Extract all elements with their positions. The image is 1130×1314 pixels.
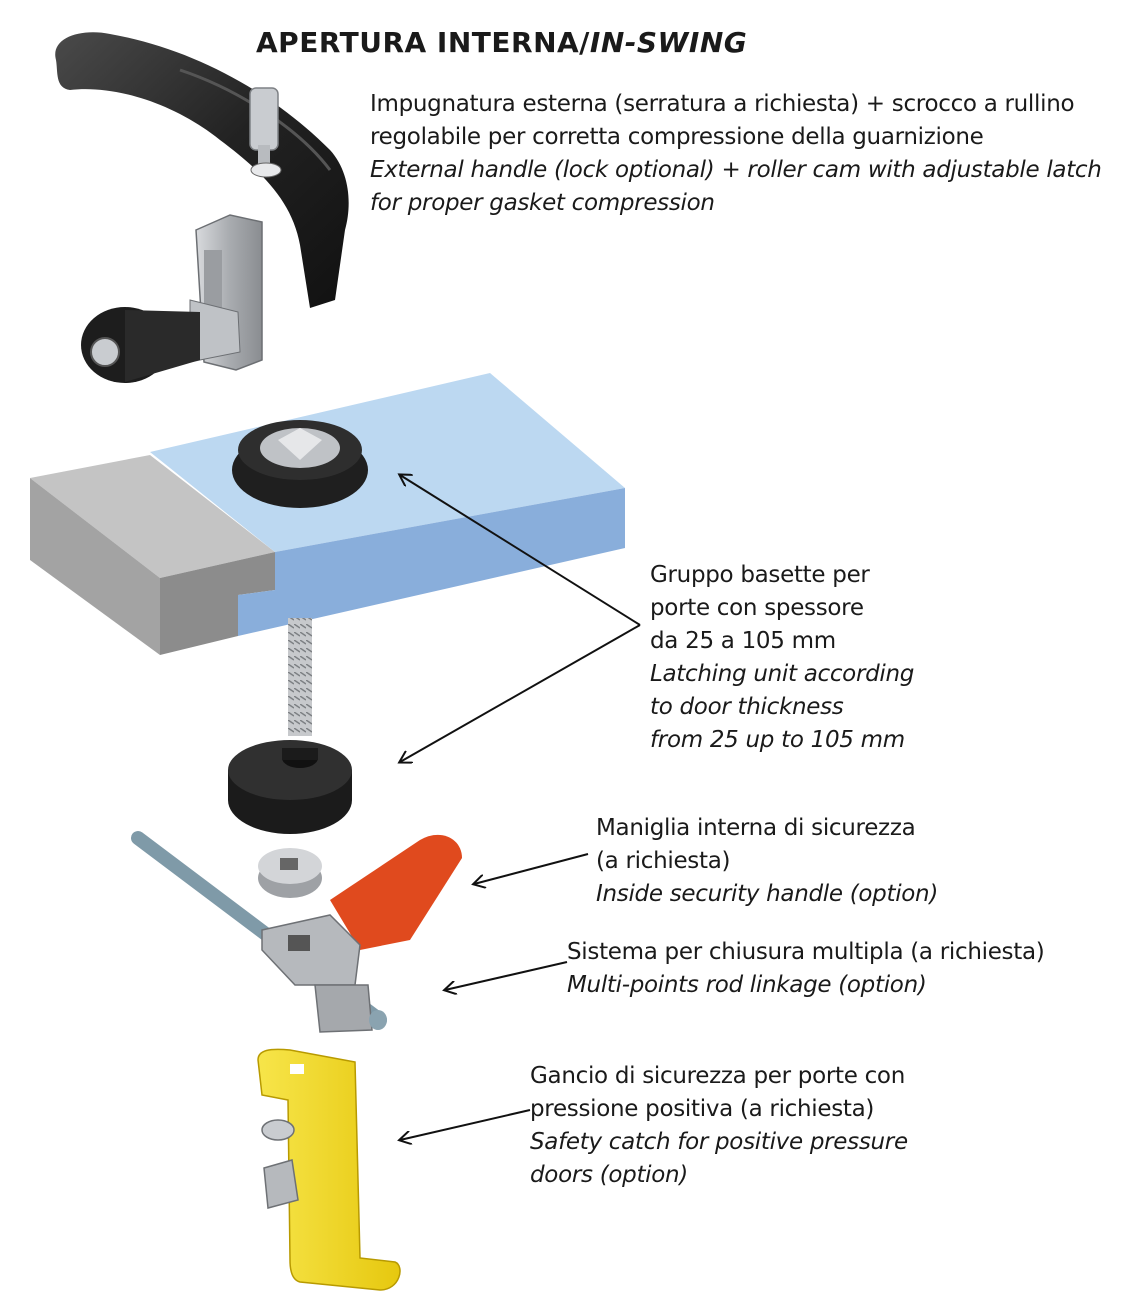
door-panel [150, 373, 625, 636]
door-frame [30, 455, 275, 655]
callout-multipoint: Sistema per chiusura multipla (a richies… [567, 936, 1045, 1002]
callout-latching-it-1: Gruppo basette per [650, 562, 870, 588]
callout-security-en-1: Inside security handle (option) [596, 881, 939, 907]
callout-multipoint-en-1: Multi-points rod linkage (option) [567, 972, 927, 998]
callout-latching-it-2: porte con spessore [650, 595, 864, 621]
callout-latching-it-3: da 25 a 105 mm [650, 628, 836, 654]
callout-handle: Impugnatura esterna (serratura a richies… [370, 88, 1102, 220]
callout-latching-en-3: from 25 up to 105 mm [650, 727, 905, 753]
callout-security: Maniglia interna di sicurezza (a richies… [596, 812, 938, 911]
callout-safety-it-1: Gancio di sicurezza per porte con [530, 1063, 905, 1089]
callout-handle-en-2: for proper gasket compression [370, 190, 715, 216]
threaded-bolt [288, 618, 312, 736]
external-handle [55, 32, 349, 383]
leader-latching-top [400, 475, 641, 626]
callout-security-it-1: Maniglia interna di sicurezza [596, 815, 916, 841]
red-lever [330, 834, 462, 950]
callout-latching-en-2: to door thickness [650, 694, 844, 720]
bottom-base [228, 740, 352, 834]
callout-handle-it-2: regolabile per corretta compressione del… [370, 124, 984, 150]
title-main: APERTURA INTERNA/ [256, 26, 590, 59]
callout-safety-en-1: Safety catch for positive pressure [530, 1129, 908, 1155]
callout-multipoint-it-1: Sistema per chiusura multipla (a richies… [567, 939, 1045, 965]
diagram-title: APERTURA INTERNA/IN-SWING [256, 26, 747, 59]
top-base [232, 420, 368, 508]
roller-knob [81, 299, 241, 383]
callout-latching: Gruppo basette per porte con spessore da… [650, 559, 914, 757]
safety-catch [257, 1048, 401, 1291]
square-washer [258, 848, 322, 898]
leader-lines [400, 475, 641, 1140]
callout-safety-it-2: pressione positiva (a richiesta) [530, 1096, 875, 1122]
leader-safety [400, 1109, 531, 1140]
callout-safety: Gancio di sicurezza per porte con pressi… [530, 1060, 908, 1192]
callout-handle-it-1: Impugnatura esterna (serratura a richies… [370, 91, 1075, 117]
rod-linkage [131, 831, 462, 1033]
title-italic: IN-SWING [589, 26, 748, 59]
callout-safety-en-2: doors (option) [530, 1162, 688, 1188]
leader-security [474, 853, 589, 884]
callout-latching-en-1: Latching unit according [650, 661, 915, 687]
callout-security-it-2: (a richiesta) [596, 848, 731, 874]
leader-latching-bottom [400, 624, 641, 762]
callout-handle-en-1: External handle (lock optional) + roller… [370, 157, 1102, 183]
leader-multipoint [445, 961, 568, 990]
